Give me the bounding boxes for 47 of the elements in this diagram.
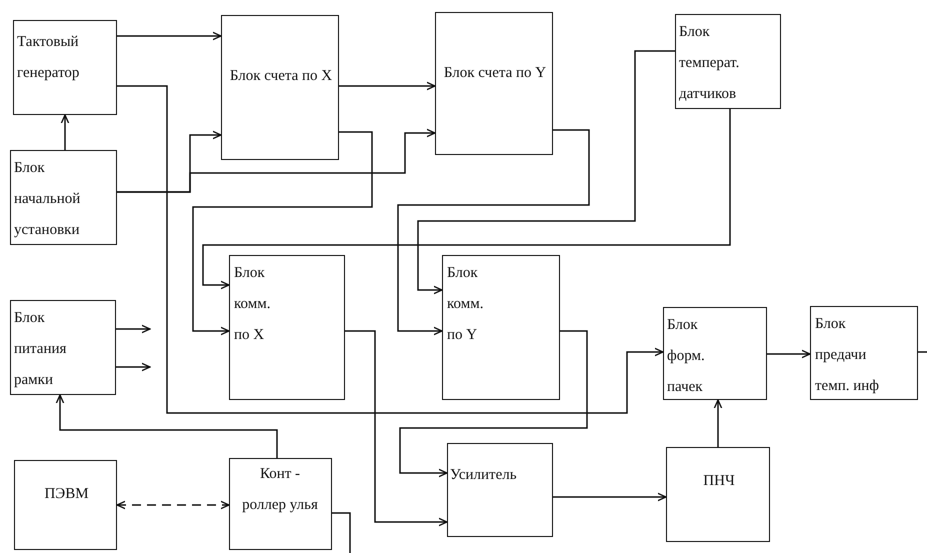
connector-arrow <box>339 82 436 90</box>
block-label: Блок комм. по X <box>234 264 272 345</box>
connector-arrow <box>117 85 664 414</box>
connector-arrow <box>397 129 590 336</box>
block-box <box>229 255 345 400</box>
block-box <box>229 458 332 550</box>
block-label: ПЭВМ <box>43 485 90 504</box>
block-label: Блок счета по X <box>228 67 334 86</box>
block-label: Блок форм. пачек <box>667 316 706 397</box>
block-label: Блок комм. по Y <box>447 264 484 345</box>
block-label: Блок счета по Y <box>442 64 548 83</box>
connector-arrow <box>767 350 811 358</box>
block-label: Конт - роллер улья <box>241 465 319 515</box>
connector-arrow <box>399 330 588 478</box>
block-box <box>13 20 117 115</box>
connector-arrow <box>202 109 731 290</box>
connector-arrow <box>192 131 373 336</box>
block-box <box>666 447 770 542</box>
connector-arrow <box>714 399 722 447</box>
connector-arrow <box>345 330 448 526</box>
block-label: Блок питания рамки <box>14 309 68 390</box>
block-label: Блок предачи темп. инф <box>815 315 880 396</box>
connector-arrow <box>116 362 151 372</box>
block-box <box>675 14 781 109</box>
connector-arrow <box>117 32 222 40</box>
connector-arrow <box>56 394 278 458</box>
block-label: ПНЧ <box>702 472 736 491</box>
block-label: Блок начальной установки <box>14 159 82 240</box>
block-box <box>447 443 553 537</box>
connector-arrow <box>117 128 436 193</box>
block-box <box>810 306 918 400</box>
connector-arrow <box>116 500 230 510</box>
connector-arrow <box>417 50 675 294</box>
block-label: Тактовый генератор <box>17 33 80 83</box>
block-box <box>10 300 116 395</box>
block-box <box>221 15 339 160</box>
block-box <box>435 12 553 155</box>
block-label: Блок температ. датчиков <box>679 23 740 104</box>
connector-arrow <box>60 114 70 150</box>
connector-arrow <box>553 492 667 502</box>
connector-arrow <box>332 512 351 553</box>
block-box <box>663 307 767 400</box>
connector-arrow <box>116 324 151 334</box>
block-box <box>442 255 560 400</box>
block-box <box>14 460 117 550</box>
block-label: Усилитель <box>450 466 518 485</box>
block-box <box>10 150 117 245</box>
